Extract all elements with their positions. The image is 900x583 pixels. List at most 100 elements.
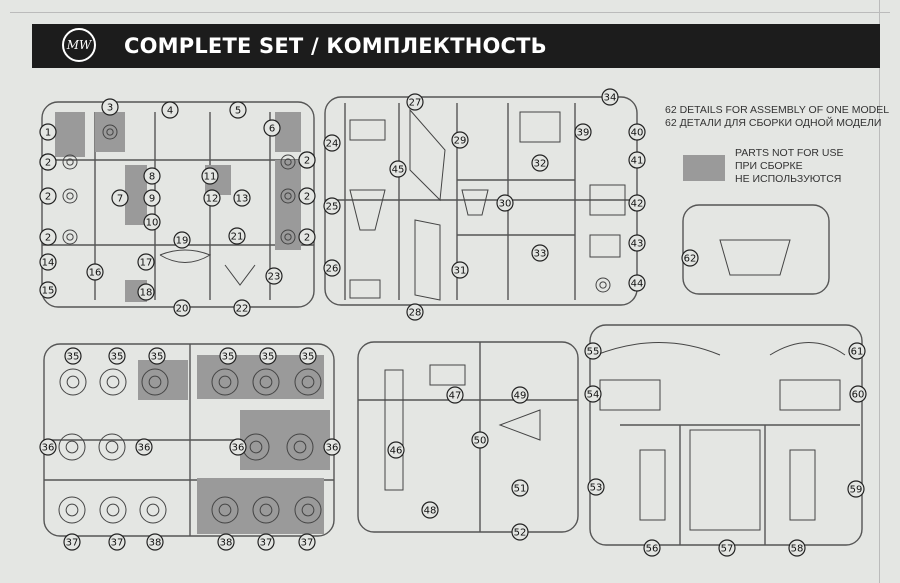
part-number: 13 <box>236 194 249 205</box>
wheel-part <box>98 433 126 461</box>
part-callout-12: 12 <box>203 189 221 207</box>
louvre-strip-part <box>639 449 666 521</box>
wheel-part <box>58 433 86 461</box>
details-count-en: 62 DETAILS FOR ASSEMBLY OF ONE MODEL <box>665 104 890 116</box>
part-number: 31 <box>454 266 467 277</box>
part-callout-14: 14 <box>39 253 57 271</box>
part-number: 35 <box>151 352 164 363</box>
part-callout-42: 42 <box>628 194 646 212</box>
wheel-hub <box>106 503 120 517</box>
part-callout-1: 1 <box>39 123 57 141</box>
part-callout-43: 43 <box>628 234 646 252</box>
part-number: 58 <box>791 544 804 555</box>
part-callout-21: 21 <box>228 227 246 245</box>
part-callout-61: 61 <box>848 342 866 360</box>
part-number: 36 <box>232 443 245 454</box>
legend-line-3: НЕ ИСПОЛЬЗУЮТСЯ <box>735 173 842 185</box>
part-number: 26 <box>326 264 339 275</box>
wheel-part <box>211 496 239 524</box>
part-number: 32 <box>534 159 547 170</box>
part-number: 2 <box>45 158 51 169</box>
part-number: 35 <box>302 352 315 363</box>
part-number: 48 <box>424 506 437 517</box>
part-number: 52 <box>514 528 527 539</box>
part-callout-37: 37 <box>63 533 81 551</box>
part-number: 2 <box>45 192 51 203</box>
wheel-hub <box>249 440 263 454</box>
wheel-hub <box>301 503 315 517</box>
header-bar: MW COMPLETE SET / КОМПЛЕКТНОСТЬ <box>32 24 880 68</box>
unused-part-area <box>55 112 85 157</box>
part-callout-15: 15 <box>39 281 57 299</box>
part-callout-2: 2 <box>298 187 316 205</box>
side-panel-part <box>414 219 441 301</box>
part-callout-50: 50 <box>471 431 489 449</box>
wheel-part <box>280 188 296 204</box>
wheel-part <box>99 496 127 524</box>
part-callout-37: 37 <box>257 533 275 551</box>
part-callout-18: 18 <box>137 283 155 301</box>
part-number: 2 <box>45 233 51 244</box>
part-callout-48: 48 <box>421 501 439 519</box>
wheel-hub <box>284 192 292 200</box>
part-number: 35 <box>67 352 80 363</box>
part-callout-11: 11 <box>201 167 219 185</box>
wheel-part <box>294 368 322 396</box>
part-callout-24: 24 <box>323 134 341 152</box>
sprue-frame-e <box>357 341 579 533</box>
part-callout-19: 19 <box>173 231 191 249</box>
wheel-hub <box>65 503 79 517</box>
part-number: 55 <box>587 347 600 358</box>
part-number: 24 <box>326 139 339 150</box>
part-callout-51: 51 <box>511 479 529 497</box>
part-callout-2: 2 <box>39 228 57 246</box>
part-number: 40 <box>631 128 644 139</box>
part-callout-46: 46 <box>387 441 405 459</box>
part-callout-17: 17 <box>137 253 155 271</box>
wheel-hub <box>66 192 74 200</box>
part-number: 53 <box>590 483 603 494</box>
rod-part <box>224 264 256 286</box>
part-number: 8 <box>149 172 155 183</box>
part-number: 35 <box>111 352 124 363</box>
part-number: 39 <box>577 128 590 139</box>
unused-part-area <box>125 165 147 225</box>
part-callout-36: 36 <box>39 438 57 456</box>
bench-part <box>349 279 381 299</box>
panel-part <box>349 189 386 231</box>
part-callout-5: 5 <box>229 101 247 119</box>
part-callout-35: 35 <box>148 347 166 365</box>
part-number: 16 <box>89 268 102 279</box>
part-callout-44: 44 <box>628 274 646 292</box>
part-callout-35: 35 <box>64 347 82 365</box>
part-number: 30 <box>499 199 512 210</box>
part-number: 57 <box>721 544 734 555</box>
wheel-part <box>102 124 118 140</box>
part-callout-25: 25 <box>323 197 341 215</box>
unused-part-area <box>138 360 188 400</box>
part-callout-7: 7 <box>111 189 129 207</box>
part-callout-49: 49 <box>511 386 529 404</box>
part-number: 38 <box>220 538 233 549</box>
part-number: 19 <box>176 236 189 247</box>
part-callout-40: 40 <box>628 123 646 141</box>
part-number: 37 <box>111 538 124 549</box>
part-callout-10: 10 <box>143 213 161 231</box>
axle-part <box>159 249 212 263</box>
sheet-top-border <box>10 12 890 13</box>
brand-logo: MW <box>62 28 96 62</box>
part-number: 60 <box>852 390 865 401</box>
wheel-hub <box>218 375 232 389</box>
part-callout-54: 54 <box>584 385 602 403</box>
wheel-part <box>252 368 280 396</box>
part-callout-9: 9 <box>143 189 161 207</box>
wheel-hub <box>218 503 232 517</box>
part-number: 45 <box>392 165 405 176</box>
part-callout-2: 2 <box>298 228 316 246</box>
unused-parts-legend: PARTS NOT FOR USE ПРИ СБОРКЕ НЕ ИСПОЛЬЗУ… <box>735 147 844 186</box>
part-number: 27 <box>409 98 422 109</box>
part-number: 11 <box>204 172 217 183</box>
part-number: 44 <box>631 279 644 290</box>
wheel-part <box>62 229 78 245</box>
